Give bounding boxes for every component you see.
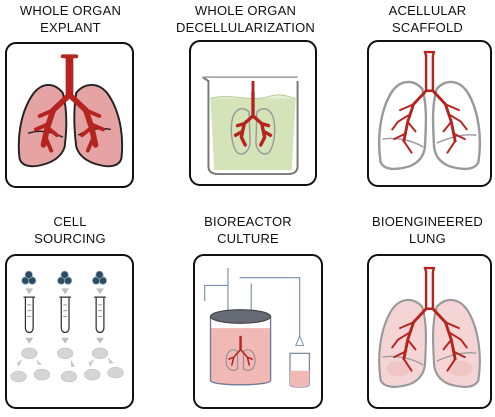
native-lung-icon xyxy=(17,54,124,168)
cell-icon xyxy=(10,347,124,383)
panel-caption: CELL SOURCING xyxy=(0,213,140,247)
panel-bioengineered-lung: BIOENGINEERED LUNG xyxy=(360,210,495,417)
scaffold-lung-icon xyxy=(377,50,482,170)
caption-line: WHOLE ORGAN xyxy=(194,3,297,18)
illustration-frame xyxy=(189,40,317,186)
bioengineered-lung-icon xyxy=(378,266,481,388)
illustration-frame xyxy=(193,254,323,409)
panel-whole-organ-explant: WHOLE ORGAN EXPLANT xyxy=(3,0,138,195)
caption-line: SCAFFOLD xyxy=(392,20,463,35)
illustration-frame xyxy=(5,42,134,188)
caption-line: BIOREACTOR xyxy=(204,214,292,229)
caption-line: ACELLULAR xyxy=(388,3,467,18)
illustration-frame xyxy=(367,254,492,409)
test-tube-icon xyxy=(23,296,106,334)
panel-caption: BIOENGINEERED LUNG xyxy=(360,213,495,247)
illustration-frame xyxy=(5,254,134,409)
illustration-frame xyxy=(367,40,492,187)
cell-tubes-icon xyxy=(10,270,124,383)
caption-line: WHOLE ORGAN xyxy=(19,3,122,18)
bioreactor-icon xyxy=(204,268,310,388)
panel-caption: WHOLE ORGAN DECELLULARIZATION xyxy=(168,2,323,36)
panel-cell-sourcing: CELL SOURCING xyxy=(0,210,140,417)
panel-bioreactor-culture: BIOREACTOR CULTURE xyxy=(168,210,328,417)
caption-line: DECELLULARIZATION xyxy=(176,20,315,35)
panel-acellular-scaffold: ACELLULAR SCAFFOLD xyxy=(360,0,495,195)
panel-caption: BIOREACTOR CULTURE xyxy=(168,213,328,247)
caption-line: EXPLANT xyxy=(40,20,101,35)
caption-line: SOURCING xyxy=(34,231,106,246)
panel-caption: ACELLULAR SCAFFOLD xyxy=(360,2,495,36)
cell-cluster-icon xyxy=(21,270,107,285)
decellularization-beaker-icon xyxy=(202,76,299,175)
panel-decellularization: WHOLE ORGAN DECELLULARIZATION xyxy=(168,0,323,195)
panel-caption: WHOLE ORGAN EXPLANT xyxy=(3,2,138,36)
caption-line: LUNG xyxy=(409,231,446,246)
caption-line: CELL xyxy=(53,214,87,229)
caption-line: BIOENGINEERED xyxy=(372,214,483,229)
caption-line: CULTURE xyxy=(217,231,279,246)
